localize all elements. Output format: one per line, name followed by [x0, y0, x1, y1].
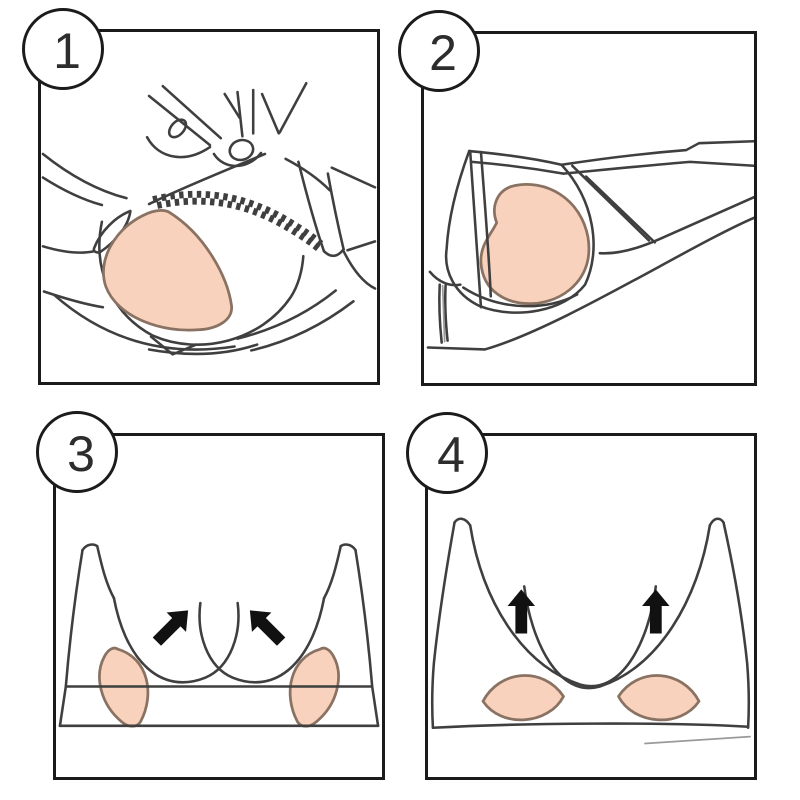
illustration-step-3 — [58, 543, 380, 728]
step-panel-1: 1 — [22, 8, 380, 385]
arrow-up-left-icon — [507, 589, 536, 634]
illustration-step-1 — [41, 81, 377, 356]
illustration-step-4 — [430, 517, 751, 745]
step-panel-4: 4 — [406, 412, 757, 780]
bra-outline — [430, 517, 751, 745]
step-badge-3: 3 — [36, 411, 118, 493]
step-number-4: 4 — [437, 427, 465, 483]
step-number-2: 2 — [429, 25, 457, 81]
illustration-step-2 — [426, 139, 754, 351]
bra-pad-left — [481, 674, 565, 722]
bra-pad — [479, 183, 591, 305]
bra-cup-and-straps — [426, 139, 754, 351]
step-number-1: 1 — [53, 23, 81, 79]
bra-outline — [58, 543, 380, 728]
arrow-inward-left-icon — [152, 610, 189, 646]
arrow-inward-right-icon — [249, 610, 286, 646]
step-number-3: 3 — [67, 426, 95, 482]
step-badge-4: 4 — [406, 412, 488, 494]
bra-pad — [102, 209, 233, 332]
step-badge-2: 2 — [398, 10, 480, 92]
arrow-up-right-icon — [642, 589, 670, 634]
bra-pad-right — [617, 674, 701, 722]
zipper-seam — [152, 190, 324, 254]
step-badge-1: 1 — [22, 8, 104, 90]
step-panel-3: 3 — [36, 411, 385, 780]
hand-icon — [145, 81, 308, 168]
step-panel-2: 2 — [398, 10, 757, 386]
